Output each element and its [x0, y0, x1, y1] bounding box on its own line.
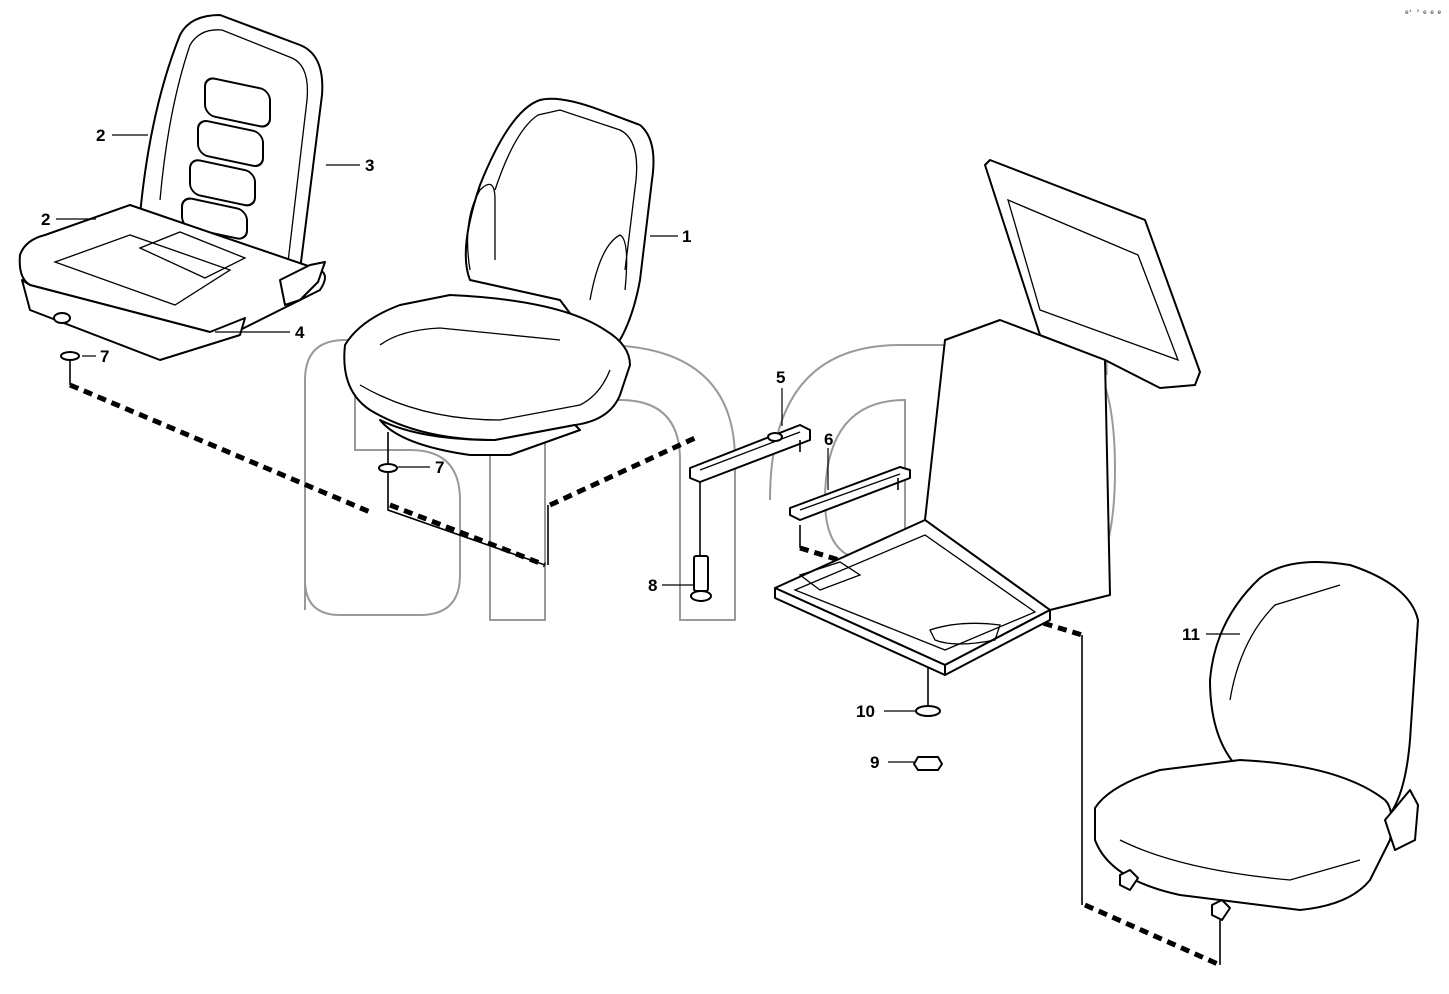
- high-back-seat: [343, 97, 655, 473]
- slide-rail-5: [689, 424, 811, 483]
- callout-labels: 2 2 3 4 1 5 6 7 7 8 9 10 11: [41, 126, 1200, 772]
- callout-2-cushion: 2: [41, 210, 50, 229]
- callout-6: 6: [824, 430, 833, 449]
- washer-10: [915, 705, 941, 717]
- callout-9: 9: [870, 753, 879, 772]
- callout-10: 10: [856, 702, 875, 721]
- callout-7-center: 7: [435, 458, 444, 477]
- callout-8: 8: [648, 576, 657, 595]
- seat-bracket: [774, 159, 1201, 676]
- callout-7-left: 7: [100, 347, 109, 366]
- callout-leaders: [56, 134, 1240, 763]
- basic-seat: [18, 14, 326, 361]
- corner-code: e¹ ³ e e e: [1405, 9, 1442, 16]
- bolt-8: [690, 555, 712, 602]
- callout-1: 1: [682, 227, 691, 246]
- slide-rail-6: [789, 466, 911, 521]
- nut-9: [913, 756, 943, 771]
- suspension-seat: [1094, 560, 1419, 921]
- callout-4: 4: [295, 323, 305, 342]
- callout-3: 3: [365, 156, 374, 175]
- callout-2-backrest: 2: [96, 126, 105, 145]
- callout-5: 5: [776, 368, 785, 387]
- callout-11: 11: [1182, 625, 1200, 644]
